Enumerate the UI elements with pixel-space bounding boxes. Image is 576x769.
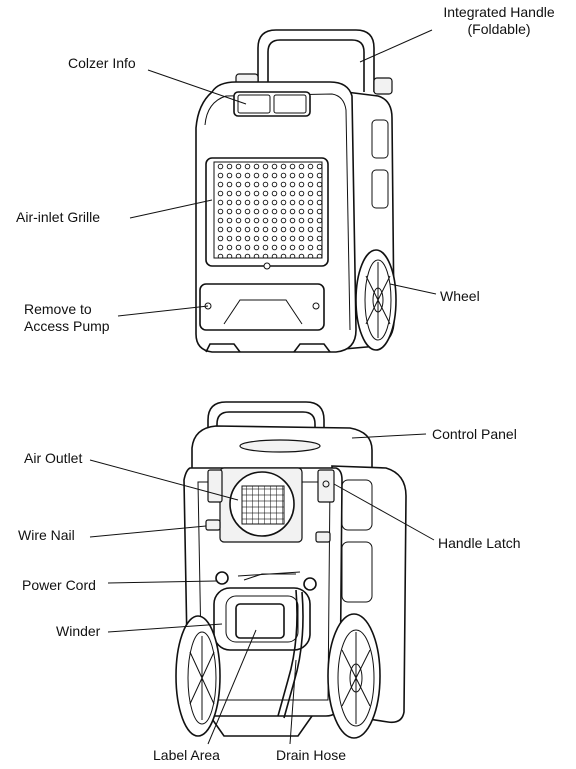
drain-hose-label: Drain Hose — [276, 747, 347, 763]
wire-nail-label: Wire Nail — [18, 527, 75, 543]
remove-to-label-line1: Remove to — [24, 301, 92, 317]
control-panel-label: Control Panel — [432, 426, 517, 442]
wire-nail — [205, 519, 221, 531]
power-cord-label: Power Cord — [22, 577, 96, 593]
air-outlet-label: Air Outlet — [24, 450, 83, 466]
label-area-label: Label Area — [153, 747, 220, 763]
label-area — [235, 603, 285, 639]
air-inlet-grille-label: Air-inlet Grille — [16, 209, 101, 225]
rear-view-unit — [175, 401, 407, 739]
integrated-handle-label: Integrated Handle (Foldable) — [434, 4, 564, 38]
drain-hose — [277, 589, 298, 717]
wheel-label: Wheel — [440, 288, 480, 304]
colzer-info-label: Colzer Info — [68, 55, 136, 71]
rear-wheel-right — [327, 613, 381, 739]
integrated-handle — [257, 29, 375, 92]
air-inlet-grille — [213, 161, 323, 259]
front-wheel — [355, 249, 397, 351]
remove-to-access-pump-label: Remove to Access Pump — [24, 301, 110, 335]
integrated-handle-label-line1: Integrated Handle — [443, 4, 555, 20]
power-cord-port — [215, 571, 229, 585]
integrated-handle-label-line2: (Foldable) — [467, 21, 531, 37]
rear-handle — [207, 401, 325, 470]
remove-to-label-line2: Access Pump — [24, 318, 110, 334]
pump-access-panel — [199, 283, 325, 331]
colzer-info-window — [233, 91, 311, 117]
leader-lines — [89, 29, 437, 745]
handle-latch-label: Handle Latch — [438, 535, 521, 551]
front-view-unit — [195, 29, 397, 353]
winder-label: Winder — [56, 623, 101, 639]
